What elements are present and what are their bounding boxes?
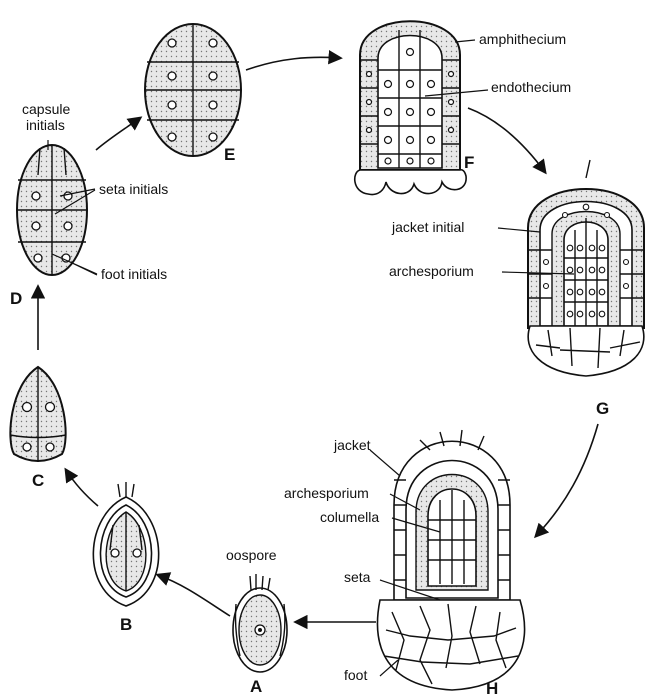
- label-seta-initials: seta initials: [99, 181, 168, 197]
- stage-a-oospore: [233, 574, 287, 672]
- label-foot-initials: foot initials: [101, 266, 167, 282]
- arrow-f-to-g: [468, 108, 545, 172]
- stage-letter-f: F: [464, 153, 474, 172]
- stage-letter-b: B: [120, 615, 132, 634]
- arrow-e-to-f: [246, 57, 340, 70]
- stage-letter-a: A: [250, 677, 262, 696]
- label-jacket-initial: jacket initial: [391, 219, 464, 235]
- label-archesporium-h: archesporium: [284, 485, 369, 501]
- label-oospore: oospore: [226, 547, 277, 563]
- label-columella: columella: [320, 509, 379, 525]
- stage-b-two-celled: [93, 482, 158, 606]
- arrow-b-to-c: [66, 470, 98, 506]
- stage-d-octant: [17, 145, 87, 275]
- stage-c-four-celled: [10, 367, 66, 462]
- stage-letter-g: G: [596, 399, 609, 418]
- arrow-g-to-h: [536, 424, 598, 536]
- stage-h-mature: [378, 430, 525, 690]
- label-jacket: jacket: [333, 437, 371, 453]
- arrow-d-to-e: [96, 118, 140, 150]
- stage-letter-h: H: [486, 679, 498, 698]
- label-archesporium-g: archesporium: [389, 263, 474, 279]
- stage-g-archesporium: [528, 160, 644, 376]
- label-endothecium: endothecium: [491, 79, 571, 95]
- label-seta: seta: [344, 569, 371, 585]
- stage-letter-e: E: [224, 145, 235, 164]
- stage-letter-c: C: [32, 471, 44, 490]
- label-amphithecium: amphithecium: [479, 31, 566, 47]
- stage-f-differentiation: [355, 21, 466, 194]
- arrow-a-to-b: [158, 575, 230, 616]
- label-foot: foot: [344, 667, 367, 683]
- label-capsule-initials-line2: initials: [26, 117, 65, 133]
- stage-letter-d: D: [10, 289, 22, 308]
- label-capsule-initials-line1: capsule: [22, 101, 70, 117]
- stage-e-filamentous: [145, 24, 241, 156]
